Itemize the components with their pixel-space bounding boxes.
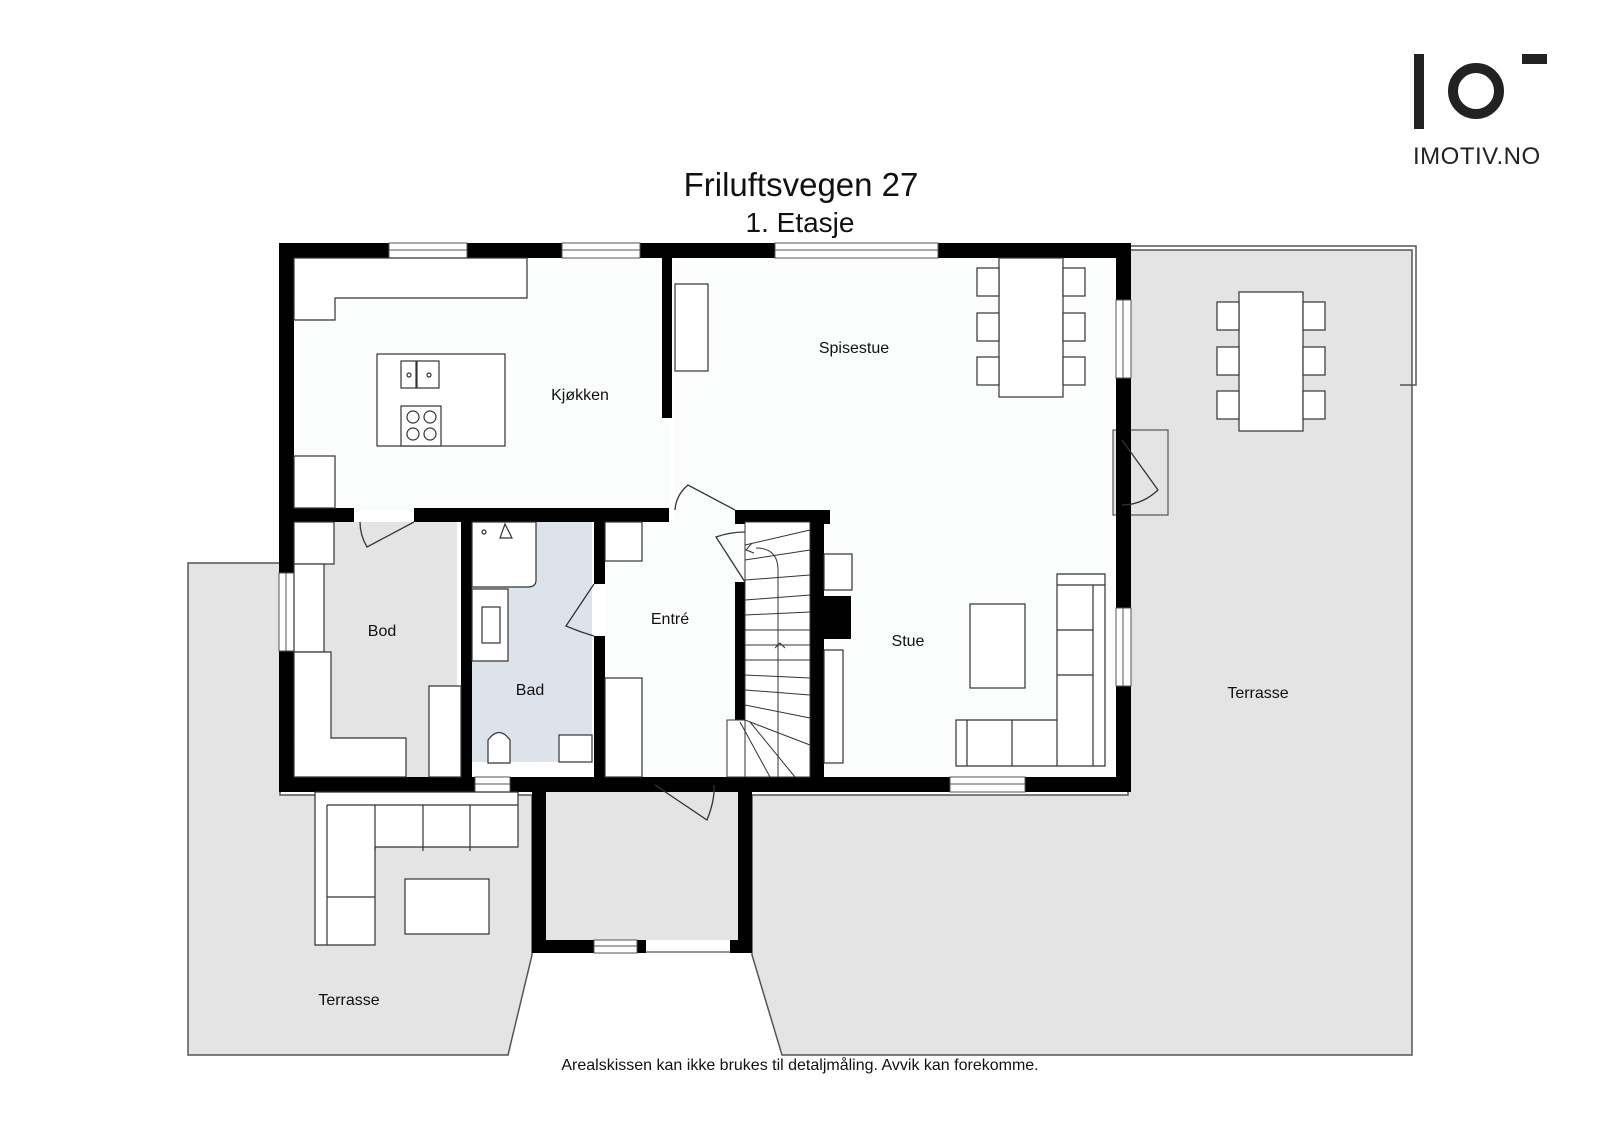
shower-icon [471,521,537,588]
outdoor-table [404,878,490,935]
tv-bench [823,649,844,764]
door-front [654,784,715,821]
terrace-lounge [314,791,519,946]
room-labels: Kjøkken Spisestue Bod Bad Entré Stue Ter… [318,340,1288,1009]
staircase [726,521,811,778]
page-title: Friluftsvegen 27 [683,166,919,203]
room-label-terrasse-southwest: Terrasse [318,992,379,1009]
toilet-icon [487,731,511,764]
room-label-entre: Entré [651,611,689,628]
room-label-spisestue: Spisestue [819,340,889,357]
porch-area [545,790,742,940]
room-label-kjokken: Kjøkken [551,387,609,404]
stove-icon [400,405,442,447]
living-furniture [823,553,1106,767]
room-label-terrasse-east: Terrasse [1227,685,1288,702]
floor-subtitle: 1. Etasje [745,207,855,238]
small-room-furniture [293,521,643,778]
door-bad [565,583,595,637]
room-label-bod: Bod [368,623,396,640]
room-label-bad: Bad [516,682,544,699]
kitchen-furniture [293,257,709,509]
terrace-east-area [751,249,1413,1056]
door-stair [715,531,746,583]
walls [279,243,1131,953]
terrace-dining-table [1238,291,1304,432]
imotiv-logo-icon [1414,54,1547,129]
disclaimer: Arealskissen kan ikke brukes til detaljm… [561,1057,1039,1074]
room-label-stue: Stue [892,633,925,650]
door-terrace [1121,439,1159,506]
doors [359,439,1159,953]
coffee-table [969,603,1026,689]
sideboard [674,283,709,372]
door-bod [359,521,415,548]
dining-furniture [976,257,1326,432]
armchair [823,553,853,591]
windows [278,242,1132,954]
logo-text: IMOTIV.NO [1413,143,1541,170]
dining-table [998,257,1064,398]
door-entre [674,484,736,511]
